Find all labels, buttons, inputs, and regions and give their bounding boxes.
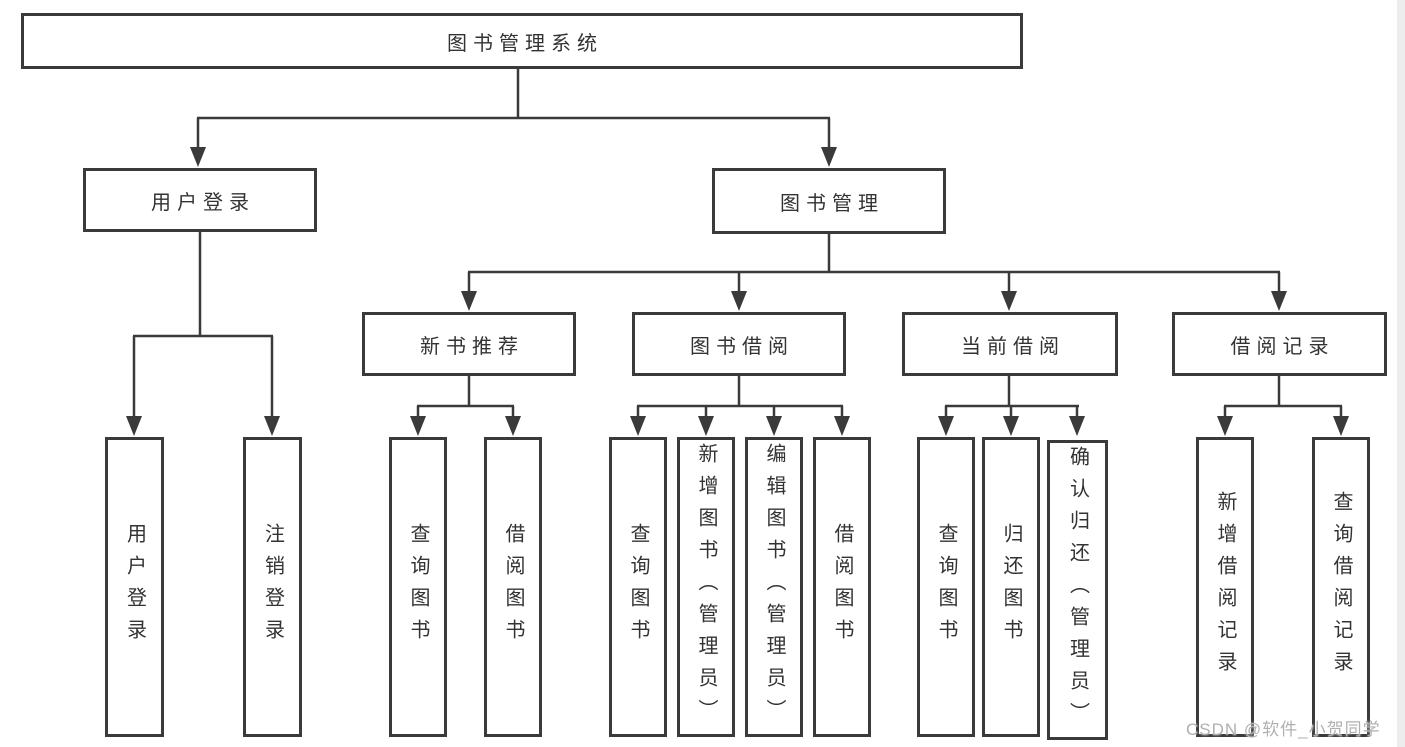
- node-book-management: 图书管理: [712, 168, 946, 234]
- leaf-user-login: 用户登录: [105, 437, 164, 737]
- csdn-watermark: CSDN @软件_小贺同学: [1186, 720, 1381, 739]
- node-user-login: 用户登录: [83, 168, 317, 232]
- leaf-return-books: 归还图书: [982, 437, 1040, 737]
- leaf-query-books-current: 查询图书: [917, 437, 975, 737]
- leaf-query-borrow-record: 查询借阅记录: [1312, 437, 1370, 737]
- leaf-add-book-admin: 新增图书（管理员）: [677, 437, 735, 737]
- leaf-query-books-borrow: 查询图书: [609, 437, 667, 737]
- leaf-logout-login: 注销登录: [243, 437, 302, 737]
- right-edge-strip: [1397, 0, 1405, 747]
- leaf-add-borrow-record: 新增借阅记录: [1196, 437, 1254, 737]
- leaf-borrow-books-recommend: 借阅图书: [484, 437, 542, 737]
- node-borrow-records: 借阅记录: [1172, 312, 1387, 376]
- leaf-confirm-return-admin: 确认归还（管理员）: [1047, 440, 1108, 740]
- leaf-query-books-recommend: 查询图书: [389, 437, 447, 737]
- leaf-edit-book-admin: 编辑图书（管理员）: [745, 437, 803, 737]
- node-library-system: 图书管理系统: [21, 13, 1023, 69]
- node-book-borrow: 图书借阅: [632, 312, 846, 376]
- leaf-borrow-books: 借阅图书: [813, 437, 871, 737]
- node-new-book-recommend: 新书推荐: [362, 312, 576, 376]
- node-current-borrow: 当前借阅: [902, 312, 1118, 376]
